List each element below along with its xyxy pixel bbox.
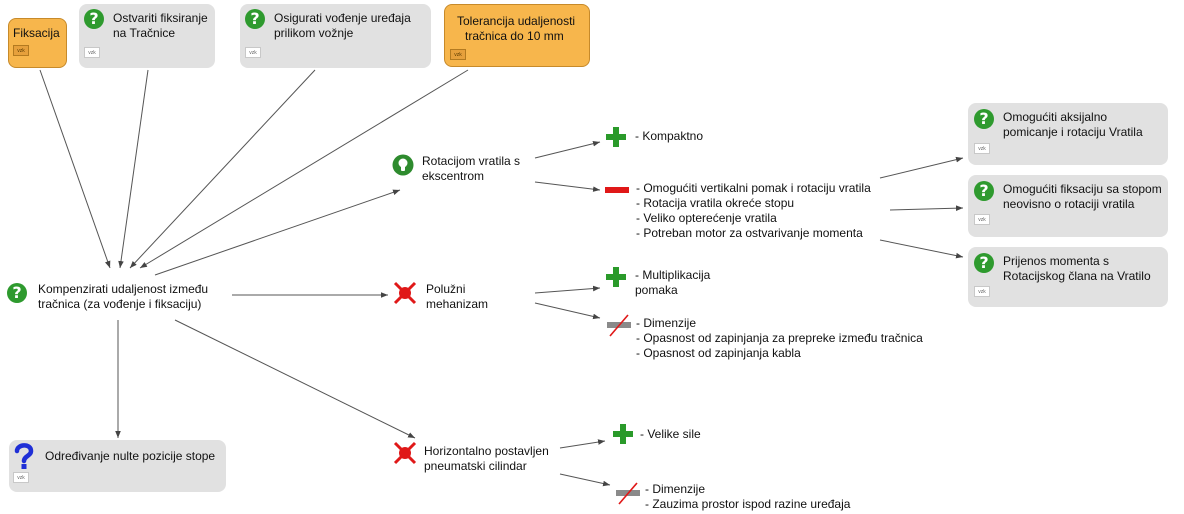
- link-poluzni-multiplikacija: [534, 285, 601, 294]
- kompaktno-node[interactable]: - Kompaktno: [605, 124, 735, 152]
- con-line-2: - Opasnost od zapinjanja za prepreke izm…: [636, 331, 923, 345]
- odredivanje-node[interactable]: Određivanje nulte pozicije stope vzk: [9, 440, 226, 492]
- velike-sile-node[interactable]: - Velike sile: [612, 423, 742, 449]
- link-rotcons-prijenos: [879, 239, 964, 259]
- con-line-1: - Dimenzije: [645, 482, 706, 496]
- rotacijom-node[interactable]: Rotacijom vratila s ekscentrom: [392, 150, 532, 186]
- rejected-x-icon: [393, 441, 417, 465]
- link-osigurati-kompenzirati: [129, 69, 316, 269]
- link-kompenzirati-horizontalno: [174, 319, 416, 439]
- con-line-3: - Veliko opterećenje vratila: [636, 211, 777, 225]
- question-mark-icon: ?: [974, 181, 994, 201]
- node-label-line1: Tolerancija udaljenosti: [457, 14, 576, 28]
- plus-icon: [613, 424, 633, 444]
- con-line-1: - Omogućiti vertikalni pomak i rotaciju …: [636, 181, 871, 195]
- node-label-line2: mehanizam: [426, 297, 489, 311]
- node-label-line2: Rotacijskog člana na Vratilo: [1003, 269, 1151, 283]
- node-label-line1: Kompenzirati udaljenost između: [38, 282, 209, 296]
- fiksaciju-stopom-node[interactable]: ? Omogućiti fiksaciju sa stopom neovisno…: [968, 175, 1168, 237]
- node-label: - Kompaktno: [635, 129, 704, 143]
- blue-question-mark-icon: [14, 443, 34, 469]
- node-tag: vzk: [245, 47, 261, 58]
- link-poluzni-polcons: [534, 302, 601, 320]
- node-label-line2: tračnica (za vođenje i fiksaciju): [38, 297, 202, 311]
- question-mark-icon: ?: [7, 283, 27, 303]
- plus-icon: [606, 127, 626, 147]
- plus-icon: [606, 267, 626, 287]
- minus-icon: [605, 187, 629, 193]
- node-label: Određivanje nulte pozicije stope: [45, 449, 216, 463]
- link-kompenzirati-rotacijom: [154, 189, 401, 276]
- fiksacija-node[interactable]: Fiksacija vzk: [8, 18, 67, 68]
- struck-minus-icon: [607, 314, 631, 337]
- hor-cons-node[interactable]: - Dimenzije - Zauzima prostor ispod razi…: [616, 481, 886, 513]
- node-label-line1: Polužni: [426, 282, 466, 296]
- node-label-line2: pomicanje i rotaciju Vratila: [1003, 125, 1143, 139]
- aksijalno-node[interactable]: ? Omogućiti aksijalno pomicanje i rotaci…: [968, 103, 1168, 165]
- node-label-line1: Ostvariti fiksiranje: [113, 11, 208, 25]
- struck-minus-icon: [616, 482, 640, 505]
- horizontalno-node[interactable]: Horizontalno postavljen pneumatski cilin…: [392, 440, 562, 476]
- node-tag: vzk: [450, 49, 466, 60]
- link-horizontalno-horcons: [559, 473, 611, 487]
- con-line-2: - Rotacija vratila okreće stopu: [636, 196, 795, 210]
- node-label-line1: Horizontalno postavljen: [424, 444, 549, 458]
- node-label-line1: Prijenos momenta s: [1003, 254, 1110, 268]
- link-rotacijom-rotcons: [534, 181, 601, 192]
- link-horizontalno-velikesile: [559, 439, 606, 449]
- node-label-line2: na Tračnice: [113, 26, 176, 40]
- link-tolerancija-kompenzirati: [139, 69, 469, 269]
- node-tag: vzk: [13, 472, 29, 483]
- node-label-line1: Omogućiti fiksaciju sa stopom: [1003, 182, 1162, 196]
- node-label: - Velike sile: [640, 427, 701, 441]
- question-mark-icon: ?: [974, 109, 994, 129]
- node-label: Fiksacija: [13, 26, 60, 40]
- poluzni-node[interactable]: Polužni mehanizam: [392, 280, 532, 316]
- lightbulb-icon: [392, 154, 414, 176]
- con-line-2: - Zauzima prostor ispod razine uređaja: [645, 497, 851, 511]
- ostvariti-node[interactable]: ? Ostvariti fiksiranje na Tračnice vzk: [79, 4, 215, 68]
- link-rotacijom-kompaktno: [534, 140, 601, 159]
- node-label-line2: tračnica do 10 mm: [465, 29, 564, 43]
- con-line-4: - Potreban motor za ostvarivanje momenta: [636, 226, 863, 240]
- tolerancija-node[interactable]: Tolerancija udaljenosti tračnica do 10 m…: [444, 4, 590, 67]
- node-tag: vzk: [84, 47, 100, 58]
- link-fiksacija-kompenzirati: [39, 69, 111, 269]
- node-label-line2: ekscentrom: [422, 169, 485, 183]
- node-tag: vzk: [13, 45, 29, 56]
- multiplikacija-node[interactable]: - Multiplikacija pomaka: [605, 266, 735, 300]
- node-label-line1: Rotacijom vratila s: [422, 154, 521, 168]
- con-line-1: - Dimenzije: [636, 316, 697, 330]
- link-ostvariti-kompenzirati: [118, 69, 149, 269]
- node-label-line2: prilikom vožnje: [274, 26, 354, 40]
- node-tag: vzk: [974, 286, 990, 297]
- node-label-line2: pomaka: [635, 283, 678, 297]
- node-label-line1: - Multiplikacija: [635, 268, 711, 282]
- question-mark-icon: ?: [974, 253, 994, 273]
- link-rotcons-fiksaciju: [889, 205, 964, 211]
- node-label-line1: Osigurati vođenje uređaja: [274, 11, 411, 25]
- kompenzirati-node[interactable]: ? Kompenzirati udaljenost između tračnic…: [6, 280, 236, 316]
- rejected-x-icon: [393, 281, 417, 305]
- node-tag: vzk: [974, 214, 990, 225]
- node-label-line2: neovisno o rotaciji vratila: [1003, 197, 1135, 211]
- prijenos-node[interactable]: ? Prijenos momenta s Rotacijskog člana n…: [968, 247, 1168, 307]
- node-tag: vzk: [974, 143, 990, 154]
- con-line-3: - Opasnost od zapinjanja kabla: [636, 346, 801, 360]
- question-mark-icon: ?: [84, 9, 104, 29]
- node-label-line2: pneumatski cilindar: [424, 459, 527, 473]
- rot-cons-node[interactable]: - Omogućiti vertikalni pomak i rotaciju …: [605, 181, 895, 245]
- node-label-line1: Omogućiti aksijalno: [1003, 110, 1108, 124]
- link-rotcons-aksijalno: [879, 156, 964, 179]
- question-mark-icon: ?: [245, 9, 265, 29]
- pol-cons-node[interactable]: - Dimenzije - Opasnost od zapinjanja za …: [605, 314, 955, 362]
- osigurati-node[interactable]: ? Osigurati vođenje uređaja prilikom vož…: [240, 4, 431, 68]
